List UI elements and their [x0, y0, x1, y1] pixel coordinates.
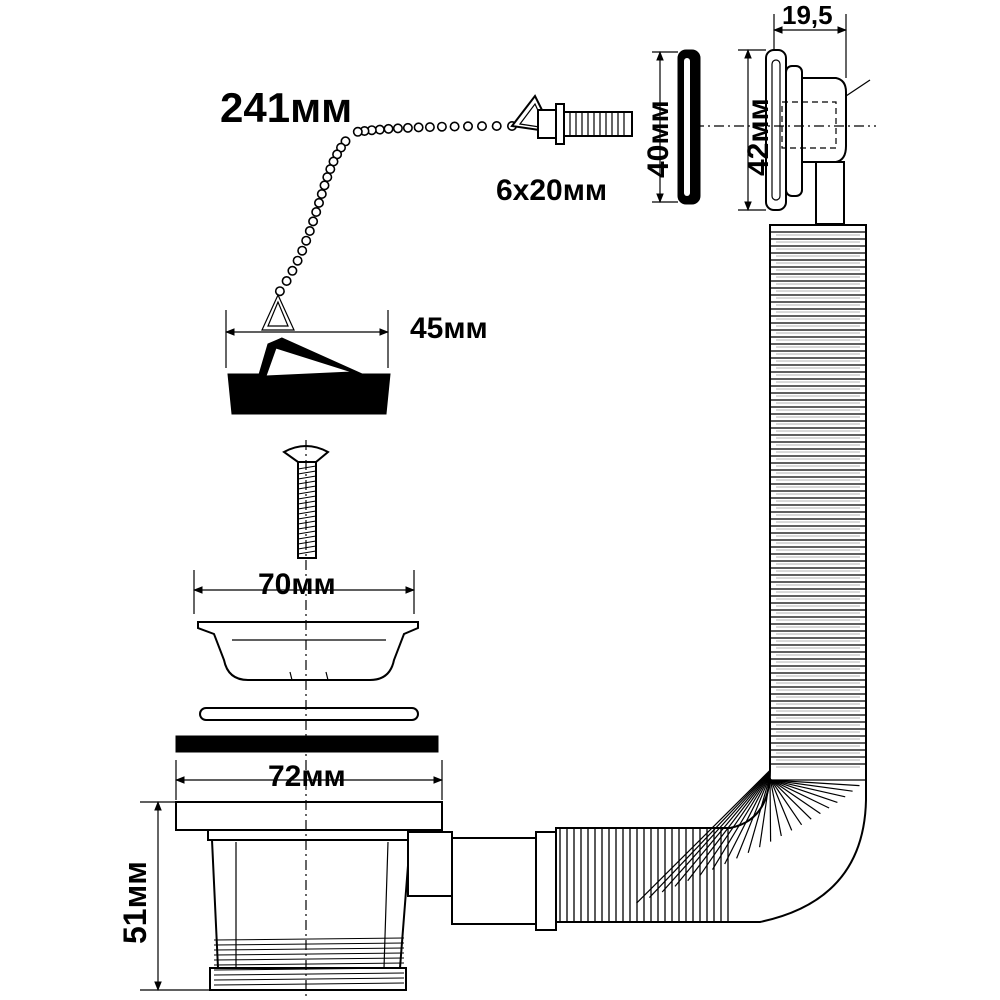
strainer-diameter-label: 70мм	[258, 568, 336, 601]
dim-45	[225, 310, 389, 368]
chain-bead	[402, 122, 413, 133]
chain-bead	[311, 207, 322, 218]
chain-bead	[352, 126, 363, 137]
overflow-height-label: 42мм	[742, 98, 775, 176]
center-screw	[282, 445, 330, 559]
bolt-thread	[569, 112, 625, 136]
chain-bead	[374, 124, 385, 135]
overflow-gasket	[677, 49, 701, 205]
chain-bead	[413, 122, 424, 133]
corrugated-hose	[555, 224, 867, 923]
overflow-bolt	[510, 94, 633, 145]
chain-bead	[316, 189, 327, 200]
chain-length-label: 241мм	[220, 84, 352, 131]
chain-bead	[297, 245, 308, 256]
sink-plug	[227, 337, 391, 415]
plug-chain	[274, 121, 517, 297]
dim-40	[652, 51, 678, 203]
chain-bead	[292, 255, 303, 266]
chain-bead	[319, 180, 330, 191]
dim-70	[193, 570, 415, 614]
dim-51	[140, 801, 210, 991]
trap-height-label: 51мм	[117, 861, 153, 944]
chain-bead	[449, 121, 460, 132]
chain-bead	[308, 216, 319, 227]
chain-triangle-ring	[261, 293, 295, 331]
dim-42	[738, 49, 766, 211]
chain-bead	[383, 123, 394, 134]
strainer-basket	[197, 621, 419, 681]
chain-bead	[392, 123, 403, 134]
chain-bead	[304, 226, 315, 237]
dim-72	[175, 760, 443, 800]
chain-bead	[424, 122, 435, 133]
plug-diameter-label: 45мм	[410, 312, 488, 345]
stopper-gasket-height-label: 40мм	[642, 100, 675, 178]
flange-gasket	[175, 735, 439, 753]
overflow-cap	[765, 49, 847, 225]
drain-body	[175, 801, 557, 991]
flange-diameter-label: 72мм	[268, 760, 346, 793]
overflow-depth-label: 19,5	[782, 0, 833, 30]
chain-bead	[476, 121, 487, 132]
chain-bead	[462, 121, 473, 132]
chain-bead	[287, 265, 298, 276]
chain-bead	[491, 121, 502, 132]
thin-washer	[199, 707, 419, 721]
chain-bead	[301, 235, 312, 246]
bolt-size-label: 6х20мм	[496, 174, 607, 207]
chain-bead	[325, 164, 336, 175]
chain-bead	[281, 275, 292, 286]
chain-bead	[274, 286, 285, 297]
chain-bead	[322, 172, 333, 183]
chain-bead	[313, 197, 324, 208]
chain-bead	[436, 121, 447, 132]
dim-19-5	[773, 14, 871, 97]
